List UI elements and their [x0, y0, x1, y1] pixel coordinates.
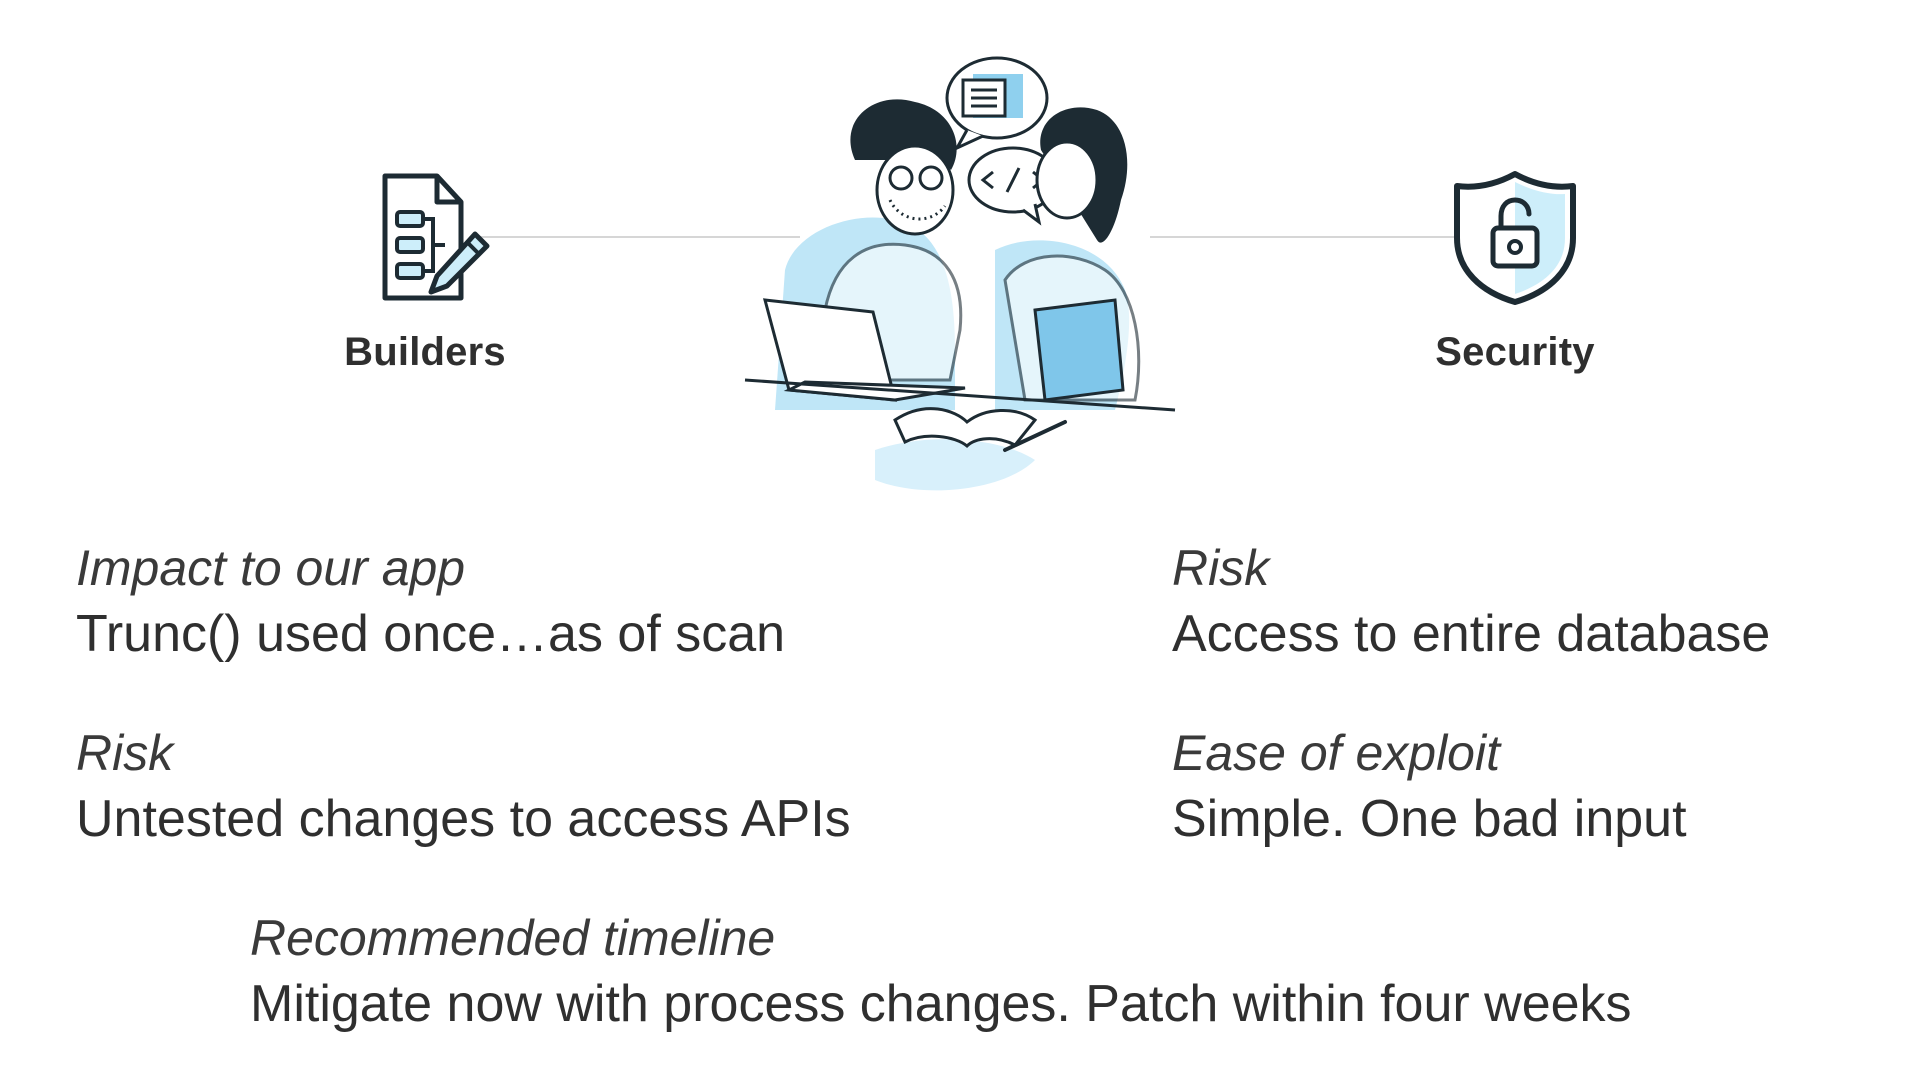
ease-of-exploit-field: Ease of exploit Simple. One bad input [1172, 720, 1687, 852]
security-role: Security [1395, 168, 1635, 375]
builders-role: Builders [305, 168, 545, 375]
developers-collaborating-illustration [744, 56, 1176, 491]
security-risk-label: Risk [1172, 540, 1270, 596]
builders-risk-field: Risk Untested changes to access APIs [76, 720, 851, 852]
ease-of-exploit-label: Ease of exploit [1172, 725, 1500, 781]
recommended-timeline-value: Mitigate now with process changes. Patch… [250, 975, 1632, 1033]
document-icon [945, 56, 1049, 152]
code-icon [967, 146, 1059, 226]
security-label: Security [1435, 330, 1595, 374]
builders-risk-value: Untested changes to access APIs [76, 790, 851, 848]
impact-value: Trunc() used once…as of scan [76, 605, 786, 663]
shield-lock-icon [1454, 171, 1576, 305]
connector-line-right [1150, 236, 1455, 238]
security-risk-value: Access to entire database [1172, 605, 1771, 663]
recommended-timeline-label: Recommended timeline [250, 910, 776, 966]
builders-label: Builders [344, 330, 506, 374]
builders-risk-label: Risk [76, 725, 174, 781]
recommended-timeline-field: Recommended timeline Mitigate now with p… [250, 905, 1632, 1037]
flowchart-document-pencil-icon [382, 173, 490, 301]
ease-of-exploit-value: Simple. One bad input [1172, 790, 1687, 848]
impact-field: Impact to our app Trunc() used once…as o… [76, 535, 785, 667]
impact-label: Impact to our app [76, 540, 466, 596]
connector-line-left [470, 236, 800, 238]
security-risk-field: Risk Access to entire database [1172, 535, 1770, 667]
